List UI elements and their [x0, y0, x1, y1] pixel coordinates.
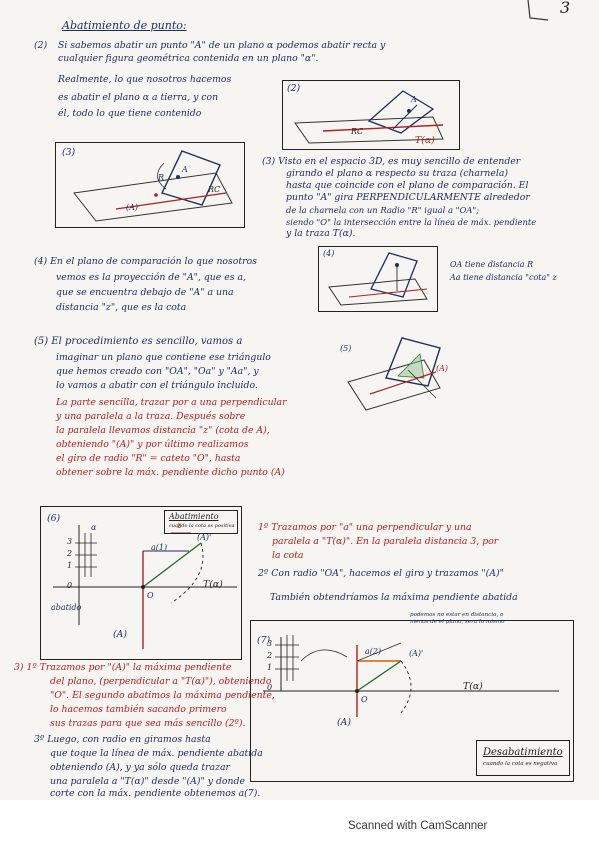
- camscanner-footer: Scanned with CamScanner: [348, 820, 488, 832]
- section-title: Abatimiento de punto:: [62, 19, 187, 32]
- figure-7-tick-3: 3: [267, 639, 273, 648]
- p3-line-3: hasta que coincide con el plano de compa…: [286, 180, 529, 191]
- figure-6-a1: a(1): [151, 543, 168, 552]
- figure-5-label: (5): [340, 344, 352, 353]
- figure-7-note-2: menos de el plano, sera lo mismo: [410, 619, 505, 625]
- figure-6: (6) α 3 2 1 0 a(1) (A)' z T(α) O abatido…: [40, 506, 242, 660]
- p3-line-1: (3) Visto en el espacio 3D, es muy senci…: [262, 156, 521, 167]
- figure-4-label: (4): [323, 249, 335, 258]
- figure-7-trace: T(α): [463, 681, 483, 692]
- p7-line-5: sus trazas para que sea más sencillo (2º…: [50, 718, 246, 729]
- figure-7-origin: O: [361, 695, 368, 704]
- figure-7-tick-0: 0: [267, 683, 273, 692]
- figure-6-a-abatido: (A): [113, 629, 127, 640]
- p2-number: (2): [34, 40, 48, 51]
- figure-2-rc: RC: [351, 127, 364, 136]
- p5-red-line-3: la paralela llevamos distancia "z" (cota…: [56, 425, 270, 436]
- figure-7-tick-2: 2: [267, 651, 273, 660]
- figure-2-label: (2): [287, 83, 301, 94]
- figure-7-subtitle: cuando la cota es negativa: [483, 761, 558, 767]
- corner-mark: 3: [560, 0, 571, 17]
- p6-step1-line-1: 1º Trazamos por "a" una perpendicular y …: [258, 522, 472, 533]
- p2-line-2: cualquier figura geométrica contenida en…: [58, 53, 319, 64]
- p6-extra: También obtendríamos la máxima pendiente…: [270, 592, 518, 603]
- p5-red-line-4: obteniendo "(A)" y por último realizamos: [56, 439, 249, 450]
- figure-6-alpha: α: [91, 523, 97, 532]
- p5-red-line-5: el giro de radio "R" = cateto "O", hasta: [56, 453, 241, 464]
- figure-7-label: (7): [257, 635, 271, 646]
- p6-step1-line-3: la cota: [272, 550, 304, 561]
- p4-note-1: OA tiene distancia R: [450, 260, 534, 269]
- figure-7-a1-prime: (A)': [409, 649, 424, 658]
- p4-line-2: vemos es la proyección de "A", que es a,: [56, 272, 246, 283]
- figure-6-a1-prime: (A)': [197, 533, 212, 542]
- figure-7-a2: a(2): [365, 647, 382, 656]
- p7-line-7: que toque la línea de máx. pendiente aba…: [50, 748, 263, 759]
- figure-7-tick-1: 1: [267, 663, 273, 672]
- p2-line-3: Realmente, lo que nosotros hacemos: [58, 74, 232, 85]
- p7-line-8: obteniendo (A), y ya sólo queda trazar: [50, 762, 230, 773]
- figure-6-tick-2: 2: [67, 549, 73, 558]
- p6-step1-line-2: paralela a "T(α)". En la paralela distan…: [272, 536, 499, 547]
- p3-line-7: y la traza T(α).: [286, 228, 356, 239]
- p5-line-1: (5) El procedimiento es sencillo, vamos …: [34, 336, 243, 347]
- p3-line-5: de la charnela con un Radio "R" igual a …: [286, 205, 480, 215]
- p5-line-3: que hemos creado con "OA", "Oa" y "Aa", …: [56, 366, 259, 377]
- figure-7-title: Desabatimiento: [483, 747, 563, 758]
- p7-line-6: 3º Luego, con radio en giramos hasta: [34, 734, 211, 745]
- figure-2-point-a: A: [411, 95, 417, 104]
- figure-2: (2) A RC T(α): [282, 80, 460, 150]
- p4-note-2: Aa tiene distancia "cota" z: [450, 273, 557, 282]
- p6-step2: 2º Con radio "OA", hacemos el giro y tra…: [258, 568, 504, 579]
- figure-3-point-a: A: [182, 165, 188, 174]
- p7-line-3: "O". El segundo abatimos la máxima pendi…: [50, 690, 275, 701]
- p5-line-2: imaginar un plano que contiene ese trián…: [56, 352, 271, 363]
- figure-3: (3) A R (A) RC: [55, 142, 245, 228]
- figure-5: (5) (A): [340, 330, 460, 416]
- p5-red-line-2: y una paralela a la traza. Después sobre: [56, 411, 246, 422]
- p3-line-2: girando el plano α respecto su traza (ch…: [286, 168, 509, 179]
- p5-line-4: lo vamos a abatir con el triángulo inclu…: [56, 380, 258, 391]
- figure-4: (4): [318, 246, 438, 312]
- figure-7-note-1: podemos no estar en distancia, o: [410, 612, 504, 618]
- figure-3-point-a-abatido: (A): [126, 203, 139, 212]
- figure-7-a-abatido: (A): [337, 717, 351, 728]
- figure-6-origin: O: [147, 591, 154, 600]
- figure-6-title: Abatimiento: [169, 512, 219, 521]
- p5-red-line-6: obtener sobre la máx. pendiente dicho pu…: [56, 467, 285, 478]
- p2-line-4: es abatir el plano α a tierra, y con: [58, 92, 219, 103]
- figure-6-tick-0: 0: [67, 581, 73, 590]
- p7-line-10: corte con la máx. pendiente obtenemos a(…: [50, 788, 261, 799]
- figure-6-subtitle: cuando la cota es positiva: [169, 523, 235, 529]
- p3-line-6: siendo "O" la intersección entre la líne…: [286, 217, 537, 227]
- p4-line-3: que se encuentra debajo de "A" a una: [56, 287, 234, 298]
- scanned-page: 3 Abatimiento de punto: (2) Si sabemos a…: [0, 0, 599, 800]
- p4-line-4: distancia "z", que es la cota: [56, 302, 187, 313]
- figure-2-trace: T(α): [415, 135, 435, 146]
- p5-red-line-1: La parte sencilla, trazar por a una perp…: [56, 397, 287, 408]
- figure-6-tick-1: 1: [67, 561, 73, 570]
- corner-mark-drawing: [527, 0, 549, 21]
- figure-3-rc: RC: [208, 185, 221, 194]
- figure-6-title-box: Abatimiento cuando la cota es positiva: [164, 510, 238, 534]
- figure-6-z: z: [177, 521, 182, 530]
- figure-5-point-a: (A): [436, 364, 449, 373]
- figure-6-trace: T(α): [203, 579, 223, 590]
- p2-line-5: él, todo lo que tiene contenido: [58, 108, 202, 119]
- figure-6-label: (6): [47, 513, 61, 524]
- p3-line-4: punto "A" gira PERPENDICULARMENTE alrede…: [286, 192, 530, 203]
- figure-6-abatido: abatido: [51, 603, 82, 612]
- p7-line-2: del plano, (perpendicular a "T(α)"), obt…: [50, 676, 272, 687]
- p2-line-1: Si sabemos abatir un punto "A" de un pla…: [58, 40, 386, 51]
- p4-line-1: (4) En el plano de comparación lo que no…: [34, 256, 257, 267]
- figure-7: (7) 3 2 1 0 a(2) (A)' T(α) O (A): [250, 620, 574, 782]
- p7-line-9: una paralela a "T(α)" desde "(A)" y dond…: [50, 776, 245, 787]
- p7-line-1: 3) 1º Trazamos por "(A)" la máxima pendi…: [14, 662, 232, 673]
- p7-line-4: lo hacemos también sacando primero: [50, 704, 227, 715]
- figure-6-tick-3: 3: [67, 537, 73, 546]
- figure-7-title-box: Desabatimiento cuando la cota es negativ…: [476, 740, 570, 776]
- figure-3-radius: R: [158, 173, 165, 182]
- figure-3-label: (3): [62, 147, 76, 158]
